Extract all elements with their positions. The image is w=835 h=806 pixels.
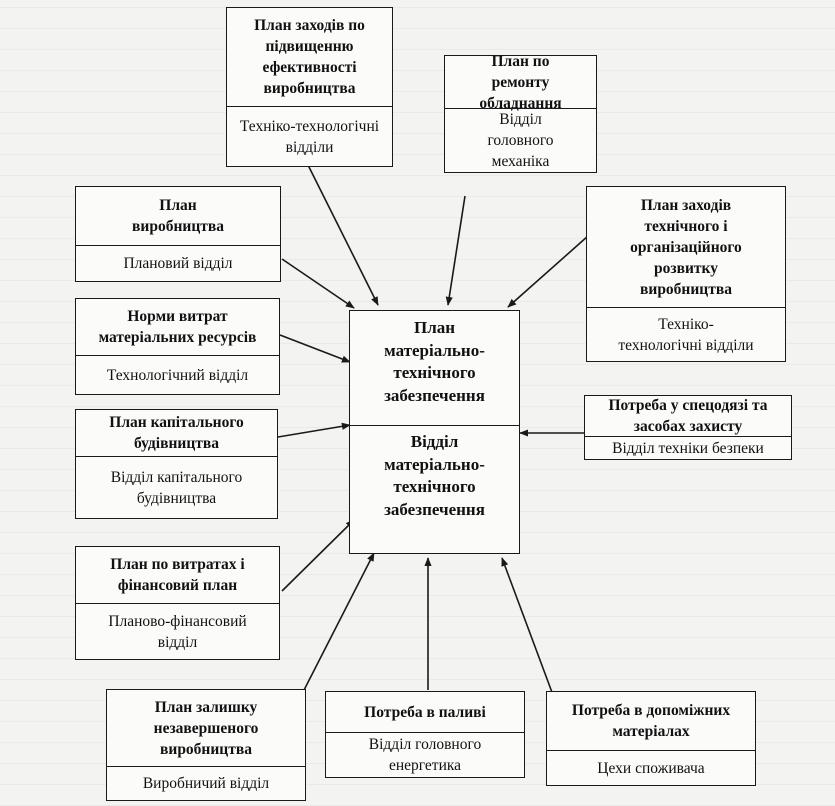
capital-construction-title: План капітального будівництва (109, 414, 244, 452)
central-plan-title: План матеріально-технічного забезпечення (384, 318, 485, 405)
arrow-production (281, 258, 355, 309)
tech-dev-plan-title: План заходів технічного і організаційног… (630, 196, 742, 298)
box-efficiency-plan: План заходів по підвищенню ефективності … (226, 7, 393, 167)
central-box: План матеріально-технічного забезпечення… (349, 310, 520, 554)
box-tech-dev-plan: План заходів технічного і організаційног… (586, 186, 786, 362)
box-finance-plan: План по витратах і фінансовий план Плано… (75, 546, 280, 660)
box-capital-construction: План капітального будівництва Відділ кап… (75, 409, 278, 519)
box-auxiliary-materials: Потреба в допоміжних матеріалах Цехи спо… (546, 691, 756, 786)
box-resource-norms: Норми витрат матеріальних ресурсів Техно… (75, 298, 280, 395)
arrow-capital (277, 422, 351, 438)
arrow-auxiliary (501, 557, 554, 696)
repair-plan-dept: Відділ головного механіка (445, 108, 596, 172)
resource-norms-title: Норми витрат матеріальних ресурсів (98, 308, 257, 346)
capital-construction-dept: Відділ капітального будівництва (76, 456, 277, 518)
box-production-plan: План виробництва Плановий відділ (75, 186, 281, 282)
box-repair-plan: План по ремонту обладнання Відділ головн… (444, 52, 597, 173)
workwear-need-title: Потреба у спецодязі та засобах захисту (608, 397, 768, 435)
central-divider (350, 425, 519, 426)
fuel-need-dept: Відділ головного енергетика (326, 732, 524, 777)
auxiliary-materials-dept: Цехи споживача (547, 750, 755, 785)
box-wip-plan: План залишку незавершеного виробництва В… (106, 689, 306, 801)
finance-plan-dept: Планово-фінансовий відділ (76, 603, 279, 659)
arrow-efficiency (307, 164, 379, 306)
auxiliary-materials-title: Потреба в допоміжних матеріалах (571, 702, 731, 740)
production-plan-dept: Плановий відділ (76, 245, 280, 281)
arrow-tech-dev (507, 235, 589, 308)
production-plan-title: План виробництва (132, 197, 224, 235)
tech-dev-plan-dept: Техніко-технологічні відділи (587, 307, 785, 361)
repair-plan-title: План по ремонту обладнання (479, 52, 562, 112)
resource-norms-dept: Технологічний відділ (76, 355, 279, 394)
box-workwear-need: Потреба у спецодязі та засобах захисту В… (584, 395, 792, 460)
efficiency-plan-dept: Техніко-технологічні відділи (227, 106, 392, 166)
arrow-wip (301, 552, 375, 695)
arrow-norms (279, 334, 351, 363)
wip-plan-title: План залишку незавершеного виробництва (153, 698, 259, 758)
wip-plan-dept: Виробничий відділ (107, 766, 305, 800)
workwear-need-dept: Відділ техніки безпеки (585, 436, 791, 459)
efficiency-plan-title: План заходів по підвищенню ефективності … (254, 17, 365, 97)
arrow-finance (281, 519, 355, 592)
arrow-repair (445, 195, 466, 306)
central-dept-title: Відділ матеріально-технічного забезпечен… (384, 432, 485, 519)
finance-plan-title: План по витратах і фінансовий план (110, 556, 245, 594)
box-fuel-need: Потреба в паливі Відділ головного енерге… (325, 691, 525, 778)
fuel-need-title: Потреба в паливі (364, 703, 486, 721)
